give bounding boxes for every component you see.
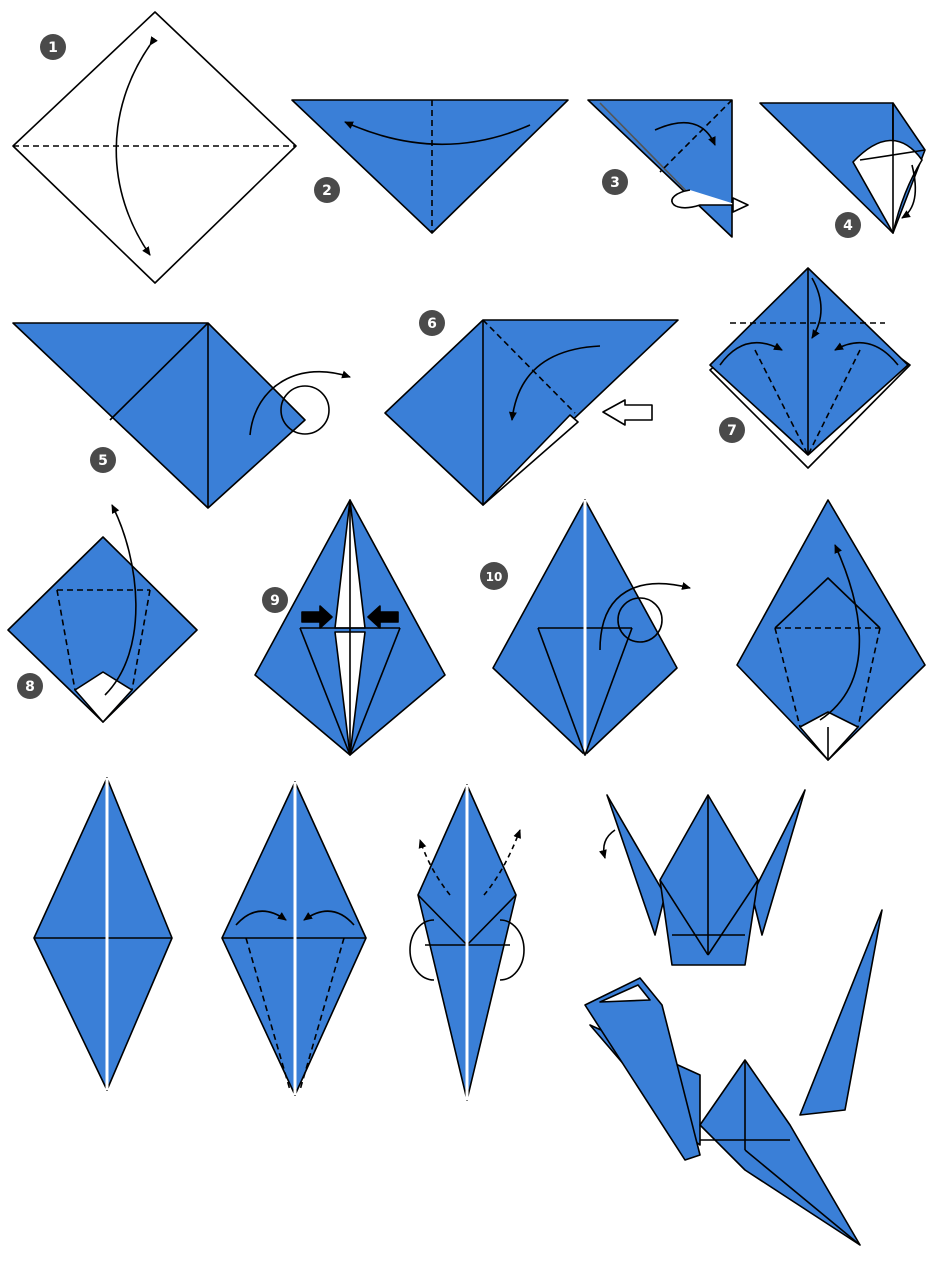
- step-label-10: 10: [486, 570, 503, 584]
- step-12-figure: [34, 778, 172, 1090]
- step-badge-2: 2: [314, 177, 340, 203]
- step-badge-5: 5: [90, 447, 116, 473]
- step-label-8: 8: [25, 679, 35, 695]
- step-label-6: 6: [427, 316, 437, 332]
- step-6-figure: [385, 320, 678, 505]
- step-badge-9: 9: [262, 587, 288, 613]
- step-badge-4: 4: [835, 212, 861, 238]
- step-14-figure: [410, 785, 524, 1100]
- step-9-figure: [255, 500, 445, 755]
- step-label-7: 7: [727, 423, 737, 439]
- step-badge-10: 10: [480, 562, 508, 590]
- step-label-4: 4: [843, 218, 853, 234]
- step-label-9: 9: [270, 593, 280, 609]
- step-badge-6: 6: [419, 310, 445, 336]
- step-13-figure: [222, 782, 366, 1095]
- step-10-figure: [493, 500, 690, 755]
- step-label-3: 3: [610, 175, 620, 191]
- step-label-2: 2: [322, 183, 332, 199]
- step-badge-3: 3: [602, 169, 628, 195]
- step-5-figure: [13, 323, 350, 508]
- step-15-figure: [604, 790, 805, 965]
- step-label-1: 1: [48, 40, 58, 56]
- step-label-5: 5: [98, 453, 108, 469]
- step-badge-8: 8: [17, 673, 43, 699]
- step-badge-7: 7: [719, 417, 745, 443]
- step-2-figure: [292, 100, 568, 233]
- step-badge-1: 1: [40, 34, 66, 60]
- step-3-figure: [588, 100, 748, 237]
- step-11-figure: [737, 500, 925, 760]
